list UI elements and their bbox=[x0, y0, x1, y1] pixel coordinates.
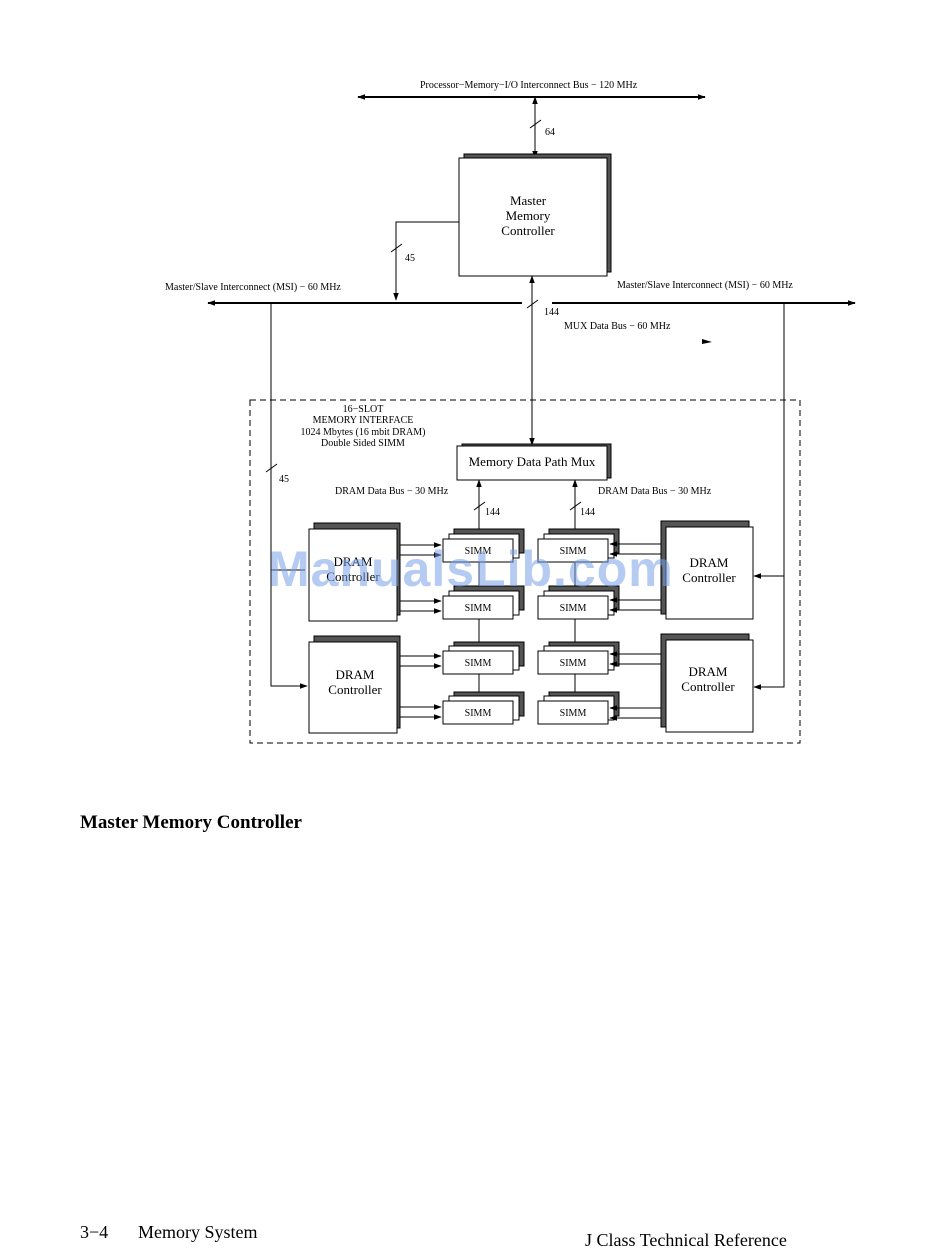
dram-rb-line1: DRAM bbox=[688, 664, 727, 679]
width-label-45: 45 bbox=[405, 253, 415, 264]
simm-group-left-4: SIMM bbox=[442, 691, 525, 725]
dram-controller-left-top bbox=[308, 528, 398, 622]
watermark-text: ManualsLib.com bbox=[268, 541, 674, 597]
simm-group-left-3: SIMM bbox=[442, 641, 525, 675]
slot-info-line2: MEMORY INTERFACE bbox=[313, 415, 414, 426]
dram-controller-right-top bbox=[665, 526, 754, 620]
simm-label: SIMM bbox=[465, 708, 492, 719]
width-label-144-main: 144 bbox=[544, 307, 559, 318]
simm-group-left-1: SIMM bbox=[442, 528, 525, 563]
dram-lb-line1: DRAM bbox=[335, 667, 374, 682]
simm-group-right-3: SIMM bbox=[537, 641, 620, 675]
simm-label: SIMM bbox=[465, 603, 492, 614]
left-dram-to-simm-arrows bbox=[400, 542, 442, 720]
simm-label: SIMM bbox=[560, 658, 587, 669]
dram-lb-line2: Controller bbox=[328, 682, 382, 697]
width-tick-45 bbox=[390, 243, 403, 253]
memory-data-path-mux-box bbox=[456, 445, 608, 481]
simm-label: SIMM bbox=[560, 603, 587, 614]
dram-bus-right-label: DRAM Data Bus − 30 MHz bbox=[598, 486, 712, 497]
dram-rt-line1: DRAM bbox=[689, 555, 728, 570]
top-bus-label: Processor−Memory−I/O Interconnect Bus − … bbox=[420, 80, 638, 91]
page-number: 3−4 bbox=[80, 1222, 109, 1242]
simm-label: SIMM bbox=[560, 546, 587, 557]
simm-group-right-2: SIMM bbox=[537, 585, 620, 620]
master-label-line2: Memory bbox=[506, 208, 551, 223]
dram-bus-left-label: DRAM Data Bus − 30 MHz bbox=[335, 486, 449, 497]
slot-info-line1: 16−SLOT bbox=[343, 404, 384, 415]
master-label-line1: Master bbox=[510, 193, 547, 208]
width-label-45-lower: 45 bbox=[279, 474, 289, 485]
right-dram-to-simm-arrows bbox=[609, 541, 661, 721]
footer-left: 3−4 Memory System bbox=[80, 1222, 258, 1243]
simm-label: SIMM bbox=[560, 708, 587, 719]
simm-label: SIMM bbox=[465, 658, 492, 669]
dram-controller-left-bottom bbox=[308, 641, 398, 734]
memory-interface-boundary bbox=[249, 399, 801, 744]
section-heading: Master Memory Controller bbox=[80, 812, 302, 833]
msi-right-label: Master/Slave Interconnect (MSI) − 60 MHz bbox=[617, 280, 793, 291]
width-tick-45-lower bbox=[265, 463, 278, 473]
width-label-144-a: 144 bbox=[485, 507, 500, 518]
master-memory-controller-box bbox=[458, 157, 608, 277]
width-tick-144-b bbox=[569, 501, 582, 511]
width-tick-144-main bbox=[526, 299, 539, 309]
mux-bus-label: MUX Data Bus − 60 MHz bbox=[564, 321, 671, 332]
dram-lt-line1: DRAM bbox=[333, 554, 372, 569]
msi-to-right-dram-link bbox=[753, 303, 785, 690]
width-label-64: 64 bbox=[545, 127, 555, 138]
width-label-144-b: 144 bbox=[580, 507, 595, 518]
slot-info-line4: Double Sided SIMM bbox=[321, 438, 405, 449]
slot-info-line3: 1024 Mbytes (16 mbit DRAM) bbox=[301, 427, 426, 438]
simm-group-right-4: SIMM bbox=[537, 691, 620, 725]
simm-label: SIMM bbox=[465, 546, 492, 557]
mux-bus-arrowhead bbox=[702, 339, 712, 344]
dram-rb-line2: Controller bbox=[681, 679, 735, 694]
master-label-line3: Controller bbox=[501, 223, 555, 238]
book-title: J Class Technical Reference bbox=[585, 1230, 787, 1250]
msi-to-left-dram-link bbox=[270, 303, 308, 689]
chapter-title: Memory System bbox=[138, 1222, 258, 1242]
simm-group-left-2: SIMM bbox=[442, 585, 525, 620]
width-tick-144-a bbox=[473, 501, 486, 511]
width-tick-64 bbox=[529, 119, 542, 129]
master-to-msi-link bbox=[393, 221, 459, 301]
mux-label: Memory Data Path Mux bbox=[469, 454, 596, 469]
simm-group-right-1: SIMM bbox=[537, 528, 620, 563]
msi-left-label: Master/Slave Interconnect (MSI) − 60 MHz bbox=[165, 282, 341, 293]
dram-rt-line2: Controller bbox=[682, 570, 736, 585]
dram-controller-right-bottom bbox=[665, 639, 754, 733]
dram-lt-line2: Controller bbox=[326, 569, 380, 584]
